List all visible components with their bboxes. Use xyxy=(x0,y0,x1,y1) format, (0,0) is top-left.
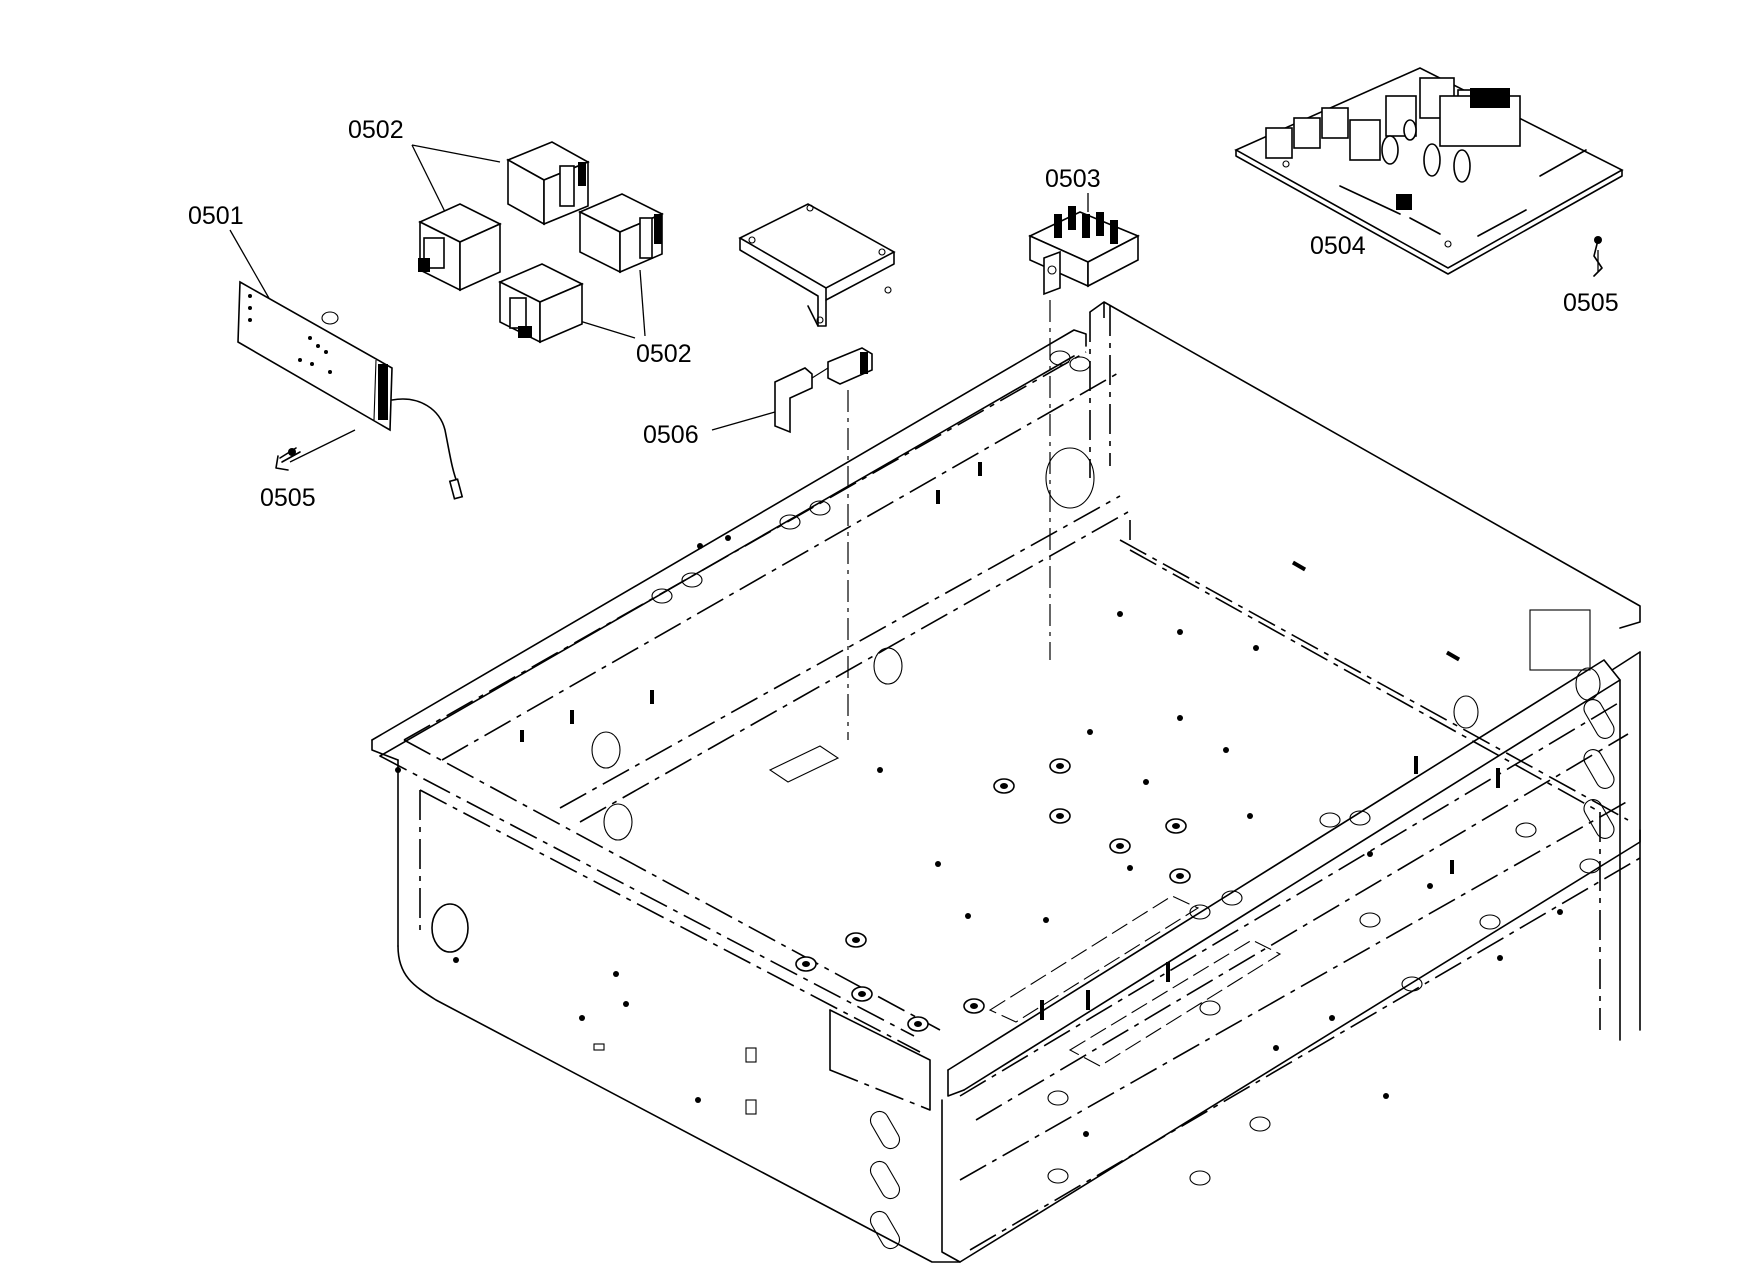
leader-lines xyxy=(229,144,1599,463)
label-0501: 0501 xyxy=(188,202,244,230)
relay-0502-c xyxy=(578,193,664,274)
label-0502-bottom: 0502 xyxy=(636,340,692,368)
switch-bracket-0506 xyxy=(774,347,873,434)
screw-0505-right xyxy=(1593,236,1603,277)
screw-0505-left xyxy=(275,447,301,471)
control-board-0504 xyxy=(1234,67,1624,275)
transformer-0503 xyxy=(1028,206,1140,296)
relay-0502-b xyxy=(418,203,502,292)
label-0502-top: 0502 xyxy=(348,116,404,144)
label-0503: 0503 xyxy=(1045,165,1101,193)
label-0505-right: 0505 xyxy=(1563,289,1619,317)
label-0506: 0506 xyxy=(643,421,699,449)
label-0504: 0504 xyxy=(1310,232,1366,260)
chassis-housing xyxy=(371,301,1641,1263)
relay-0502-a xyxy=(506,141,590,226)
alignment-lines xyxy=(847,300,1051,740)
cover-plate xyxy=(738,203,896,327)
relay-0502-d xyxy=(498,263,584,344)
label-0505-left: 0505 xyxy=(260,484,316,512)
display-board-0501 xyxy=(237,280,464,500)
